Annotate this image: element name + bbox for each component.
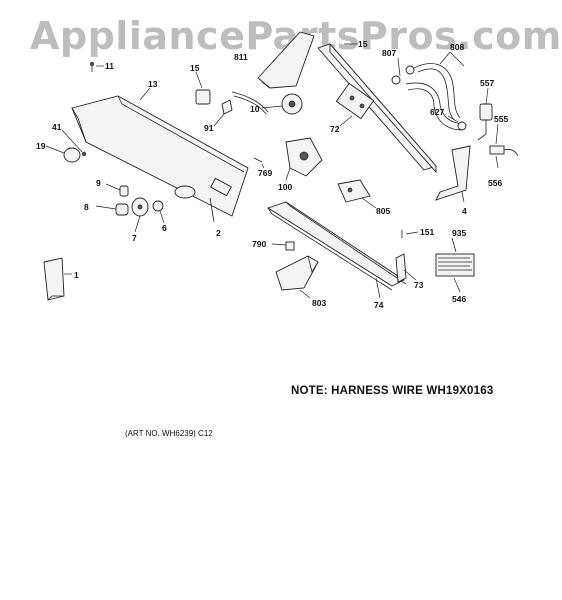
- part-lid-lock-shape: [271, 241, 319, 299]
- callout-label: 72: [330, 124, 340, 134]
- callout-label: 9: [96, 178, 101, 188]
- callout-label: 935: [452, 228, 466, 238]
- callout-label: 19: [36, 141, 46, 151]
- part-hose-shape: [231, 91, 269, 115]
- part-clip-shape: [213, 99, 233, 127]
- part-control-panel-shape: [71, 87, 249, 217]
- callout-label: 151: [420, 227, 434, 237]
- callout-label: 557: [480, 78, 494, 88]
- callout-label: 790: [252, 239, 266, 249]
- callout-label: 4: [462, 206, 467, 216]
- part-washer-shape: [447, 115, 467, 131]
- callout-label: 15: [190, 63, 200, 73]
- part-screw-shape: [90, 62, 104, 72]
- part-valve-assembly-shape: [477, 87, 519, 169]
- part-bracket-shape: [209, 197, 215, 223]
- part-knob-shape: [45, 129, 87, 163]
- callout-label: 10: [250, 104, 260, 114]
- part-timer-shape: [285, 137, 323, 181]
- callout-label: 73: [414, 280, 424, 290]
- callout-label: 1: [74, 270, 79, 280]
- callout-label: 2: [216, 228, 221, 238]
- callout-label: 11: [105, 61, 114, 71]
- callout-label: 74: [374, 300, 384, 310]
- part-side-bracket-shape: [435, 145, 471, 203]
- callout-label: 556: [488, 178, 502, 188]
- part-top-bracket-shape: [257, 31, 315, 89]
- callout-label: 41: [52, 122, 62, 132]
- part-panel-screw-shape: [401, 230, 419, 238]
- callout-label: 91: [204, 123, 214, 133]
- part-backsplash-shape: [317, 42, 437, 174]
- part-switch-shape: [195, 71, 211, 105]
- callout-label: 627: [430, 107, 444, 117]
- callout-label: 811: [234, 52, 248, 62]
- callout-label: 15: [358, 39, 368, 49]
- callout-label: 6: [162, 223, 167, 233]
- part-pressure-switch-shape: [261, 93, 303, 115]
- part-hoses-shape: [391, 51, 467, 131]
- part-manual-shape: [43, 257, 72, 301]
- part-top-panel-shape: [266, 201, 407, 299]
- callout-label: 769: [258, 168, 272, 178]
- part-lid-switch-shape: [337, 179, 377, 209]
- harness-note: NOTE: HARNESS WIRE WH19X0163: [291, 385, 494, 397]
- callout-label: 805: [376, 206, 390, 216]
- callout-label: 13: [148, 79, 158, 89]
- callout-label: 555: [494, 114, 508, 124]
- callout-label: 546: [452, 294, 466, 304]
- part-selector-knobs-shape: [95, 197, 165, 233]
- callout-label: 808: [450, 42, 464, 52]
- callout-label: 803: [312, 298, 326, 308]
- art-number: (ART NO. WH6239) C12: [125, 429, 213, 438]
- callout-label: 8: [84, 202, 89, 212]
- callout-label: 807: [382, 48, 396, 58]
- callout-label: 100: [278, 182, 292, 192]
- callout-label: 7: [132, 233, 137, 243]
- part-end-cap-shape: [395, 253, 417, 283]
- part-timer-screw-shape: [253, 157, 265, 169]
- part-harness-shape: [435, 237, 475, 293]
- part-indicator-shape: [105, 183, 129, 197]
